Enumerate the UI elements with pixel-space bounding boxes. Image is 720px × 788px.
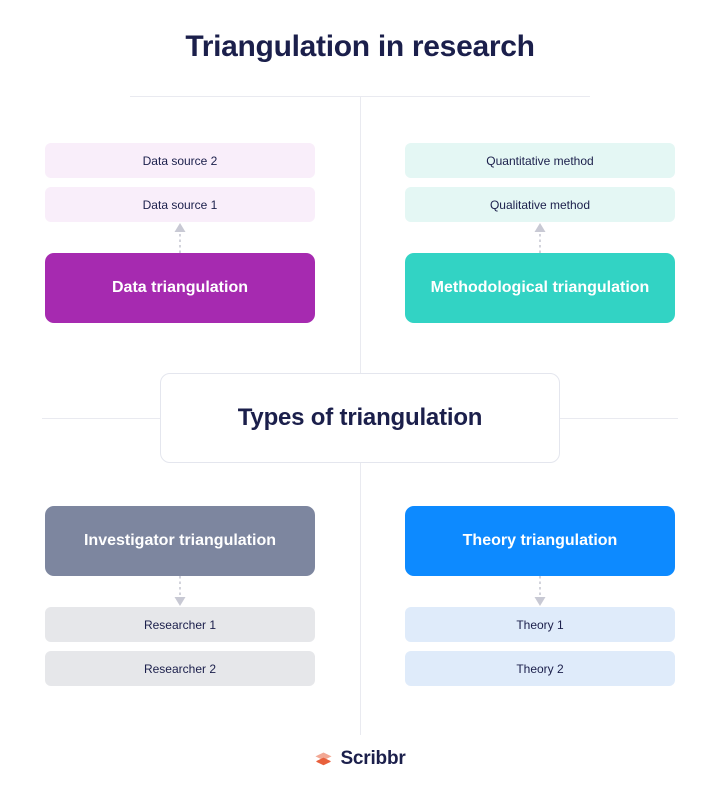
guide-line-mid-left <box>42 418 164 419</box>
footer-brand: Scribbr <box>0 748 720 770</box>
item-box[interactable]: Researcher 1 <box>45 607 315 642</box>
arrow-down-icon <box>405 576 675 607</box>
main-node-label: Methodological triangulation <box>430 279 650 296</box>
center-node[interactable]: Types of triangulation <box>160 373 560 463</box>
main-node[interactable]: Theory triangulation <box>405 506 675 576</box>
item-box[interactable]: Data source 2 <box>45 143 315 178</box>
main-node[interactable]: Investigator triangulation <box>45 506 315 576</box>
item-box[interactable]: Quantitative method <box>405 143 675 178</box>
main-node[interactable]: Data triangulation <box>45 253 315 323</box>
item-box-label: Data source 2 <box>142 153 218 168</box>
arrow-down-icon <box>45 576 315 607</box>
main-node-label: Investigator triangulation <box>83 532 276 549</box>
item-group: Theory 1 Theory 2 <box>405 607 675 686</box>
item-box[interactable]: Qualitative method <box>405 187 675 222</box>
page-title: Triangulation in research <box>185 30 535 63</box>
arrow-up-icon <box>45 222 315 253</box>
item-box-label: Researcher 1 <box>143 617 217 632</box>
graduation-cap-icon <box>314 750 333 769</box>
item-box[interactable]: Researcher 2 <box>45 651 315 686</box>
center-node-label: Types of triangulation <box>237 404 483 431</box>
item-box-label: Theory 1 <box>516 617 564 632</box>
item-box[interactable]: Theory 1 <box>405 607 675 642</box>
item-group: Data source 2 Data source 1 <box>45 143 315 222</box>
guide-line-mid-right <box>557 418 678 419</box>
item-box[interactable]: Data source 1 <box>45 187 315 222</box>
item-box-label: Qualitative method <box>489 197 591 212</box>
item-box-label: Theory 2 <box>516 661 564 676</box>
quadrant-data-triangulation: Data source 2 Data source 1 Data triangula… <box>45 143 315 323</box>
item-box-label: Data source 1 <box>142 197 218 212</box>
arrow-up-icon <box>405 222 675 253</box>
main-node[interactable]: Methodological triangulation <box>405 253 675 323</box>
item-group: Researcher 1 Researcher 2 <box>45 607 315 686</box>
brand-wordmark: Scribbr <box>340 748 406 769</box>
main-node-label: Theory triangulation <box>462 532 618 549</box>
main-node-label: Data triangulation <box>111 279 248 296</box>
item-box-label: Quantitative method <box>486 153 594 168</box>
item-box-label: Researcher 2 <box>143 661 217 676</box>
item-box[interactable]: Theory 2 <box>405 651 675 686</box>
